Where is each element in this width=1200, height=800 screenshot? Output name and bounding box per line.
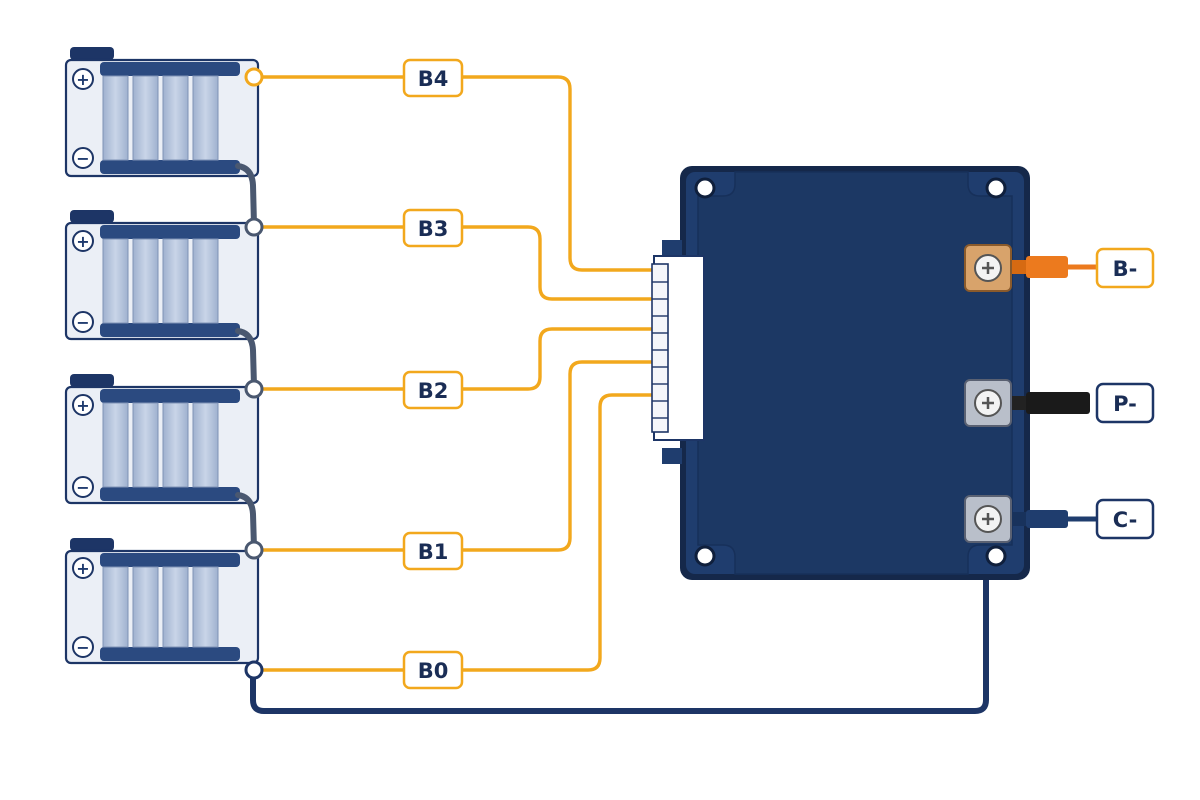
positive-sign: + [76, 396, 89, 415]
bms-board [680, 166, 1030, 580]
series-link [235, 492, 257, 551]
battery-cell [162, 238, 189, 324]
battery-cap [70, 374, 114, 387]
negative-sign: − [76, 313, 89, 332]
label-b4: B4 [418, 67, 449, 91]
tap-point-b1 [244, 540, 264, 560]
tap-point-b3 [244, 217, 264, 237]
negative-sign: − [76, 638, 89, 657]
tap-point-b2 [244, 379, 264, 399]
battery-case [64, 221, 260, 341]
battery-case [64, 58, 260, 178]
battery-cell [132, 238, 159, 324]
battery-cell [192, 566, 219, 648]
terminal-p-minus [964, 379, 1012, 427]
label-b0: B0 [418, 659, 449, 683]
battery-pack-4: + − [64, 47, 260, 178]
negative-sign: − [76, 478, 89, 497]
battery-case [64, 385, 260, 505]
battery-cell [132, 402, 159, 488]
label-p-minus: P- [1113, 392, 1137, 416]
terminal-c-minus [964, 495, 1012, 543]
label-b-minus: B- [1113, 257, 1138, 281]
battery-cell [192, 75, 219, 161]
battery-cell [132, 566, 159, 648]
battery-pack-2: + − [64, 374, 260, 505]
battery-cell [132, 75, 159, 161]
balance-wires [262, 75, 652, 672]
battery-cell [102, 238, 129, 324]
battery-pack-1: + − [64, 538, 260, 665]
battery-cell [162, 402, 189, 488]
battery-cap [70, 47, 114, 60]
series-link [235, 328, 257, 389]
series-link [235, 163, 257, 228]
tap-point-b0 [244, 660, 264, 680]
main-negative-wire [250, 560, 989, 714]
connector-pins [651, 263, 669, 433]
mounting-hole [985, 177, 1007, 199]
series-links [235, 163, 257, 551]
battery-cap [70, 210, 114, 223]
terminal-labels: B- P- C- [1095, 247, 1155, 540]
terminal-b-minus [964, 244, 1012, 292]
positive-sign: + [76, 70, 89, 89]
mounting-hole [985, 545, 1007, 567]
label-b2: B2 [418, 379, 449, 403]
label-b3: B3 [418, 217, 449, 241]
battery-cell [102, 566, 129, 648]
battery-pack-3: + − [64, 210, 260, 341]
battery-cell [162, 75, 189, 161]
balance-labels: B4 B3 B2 B1 B0 [402, 58, 464, 690]
balance-wire-b2 [262, 327, 652, 391]
balance-wire-b0 [262, 393, 652, 672]
negative-sign: − [76, 149, 89, 168]
balance-wire-b1 [262, 360, 652, 552]
balance-connector [651, 240, 705, 464]
c-minus-cable [1026, 510, 1068, 528]
p-minus-cable [1026, 392, 1090, 414]
battery-cell [102, 402, 129, 488]
battery-case [64, 549, 260, 665]
label-c-minus: C- [1113, 508, 1138, 532]
label-b1: B1 [418, 540, 449, 564]
battery-cap [70, 538, 114, 551]
positive-sign: + [76, 559, 89, 578]
positive-sign: + [76, 232, 89, 251]
output-cables [1010, 256, 1096, 528]
battery-cell [102, 75, 129, 161]
mounting-hole [694, 177, 716, 199]
tap-points [244, 67, 264, 680]
screw-terminals [964, 244, 1012, 543]
balance-wire-b4 [262, 75, 652, 272]
mounting-hole [694, 545, 716, 567]
b-minus-cable [1026, 256, 1068, 278]
battery-cell [192, 402, 219, 488]
balance-wire-b3 [262, 225, 652, 301]
battery-cell [162, 566, 189, 648]
tap-point-b4 [244, 67, 264, 87]
battery-cell [192, 238, 219, 324]
